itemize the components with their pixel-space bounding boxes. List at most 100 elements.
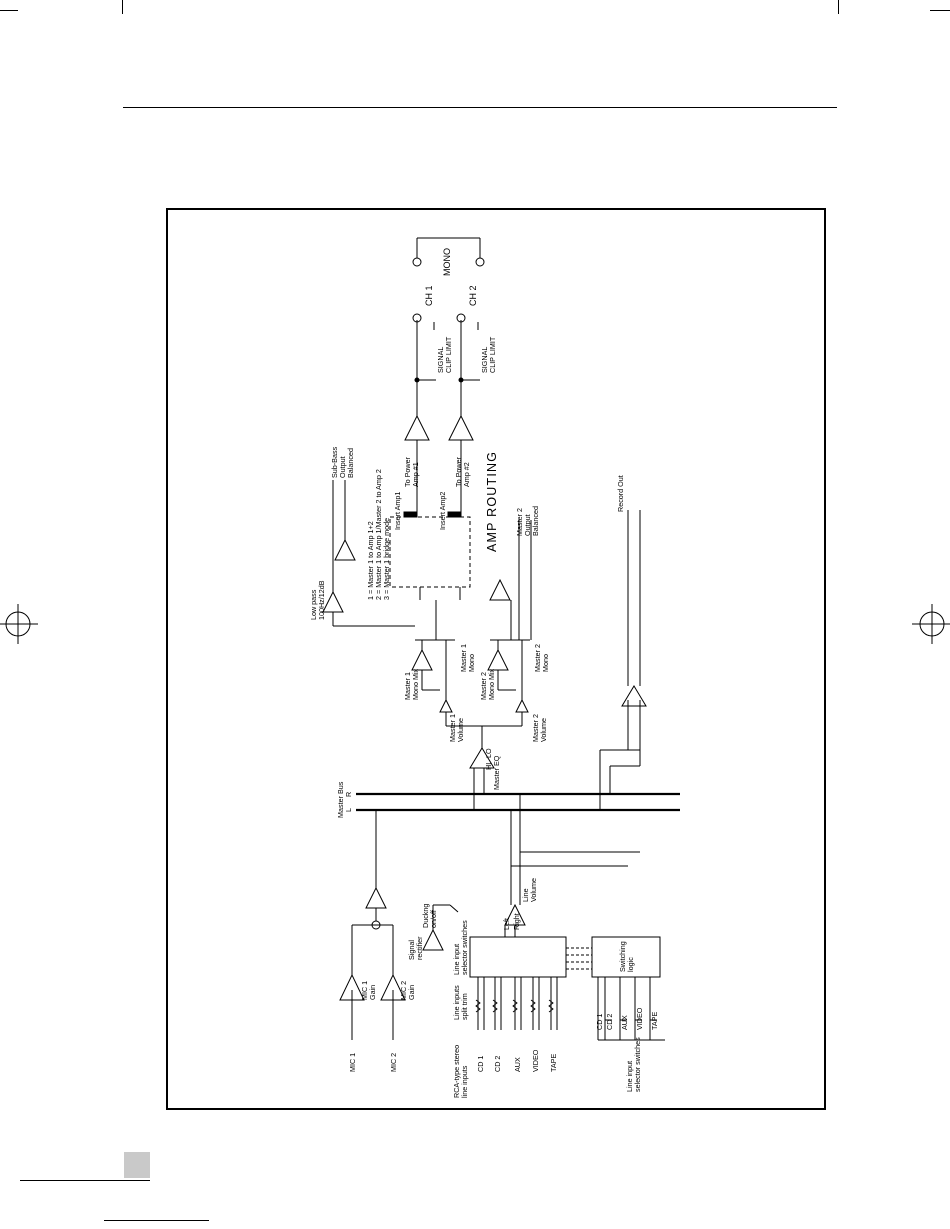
mic1-gain-l1: MIC 1 [360, 981, 369, 1000]
header-rule [123, 107, 837, 108]
line-volume-l2: Volume [529, 878, 538, 902]
master2-monomix-l2: Mono Mix [487, 668, 496, 700]
switching-logic-block [591, 936, 661, 978]
switch-video: VIDEO [635, 1007, 644, 1030]
selector-switches-l2: selector switches [460, 920, 469, 975]
subbass-l3: Balanced [346, 448, 355, 478]
master2-monomix-amp [487, 648, 509, 671]
registration-mark-left [0, 604, 38, 644]
amp-mode-2: 2 = Master 1 to Amp 1/Master 2 to Amp 2 [374, 469, 383, 600]
bus-r-label: R [344, 792, 353, 797]
power-amp-1-driver [404, 414, 430, 441]
signal-label-2: SIGNAL [480, 347, 489, 373]
mic1-preamp [339, 973, 365, 1001]
master2-mono-l2: Mono [541, 654, 550, 672]
lowpass-l1: Low pass [309, 589, 318, 620]
power-amp-2-driver [448, 414, 474, 441]
mic2-label: MIC 2 [389, 1053, 398, 1072]
master-eq-amp [469, 747, 495, 769]
line-volume-l1: Line [521, 888, 530, 902]
selector-bottom-l1: Line input [625, 1061, 634, 1092]
footer-rule-bottom [104, 1220, 209, 1221]
master2-monomix-l1: Master 2 [479, 672, 488, 700]
insert-amp1-label: Insert Amp1 [393, 492, 402, 530]
master2-output-l3: Balanced [531, 506, 540, 536]
selector-switches-l1: Line input [452, 944, 461, 975]
subbass-output-amp [334, 538, 356, 561]
ducking-l2: on/off [429, 910, 438, 928]
mic2-gain-l1: MIC 2 [399, 981, 408, 1000]
master1-volume-l1: Master 1 [448, 714, 457, 742]
line-left-label: Left [502, 918, 511, 930]
subbass-l2: Output [338, 456, 347, 478]
master2-volume-l1: Master 2 [531, 714, 540, 742]
insert-amp2-label: Insert Amp2 [438, 492, 447, 530]
amp-mode-3: 3 = Master 1 bridge mode [382, 518, 391, 600]
crop-mark-tr [930, 10, 950, 11]
signal-rectifier-l1: Signal [407, 940, 416, 960]
master2-mono-l1: Master 2 [533, 644, 542, 672]
master1-monomix-l1: Master 1 [403, 672, 412, 700]
page-tab-marker [124, 1152, 150, 1178]
lowpass-l2: 100Hz/12dB [317, 580, 326, 620]
record-out-label: Record Out [616, 475, 625, 512]
subbass-l1: Sub-Bass [330, 446, 339, 478]
mic1-gain-l2: Gain [368, 985, 377, 1000]
amp-routing-title: AMP ROUTING [485, 451, 499, 552]
line-right-label: Right [512, 913, 521, 930]
master2-output-l1: Master 2 [515, 508, 524, 536]
footer-rule [20, 1180, 150, 1181]
signal-rectifier-l2: rectifier [415, 936, 424, 960]
crop-mark-tl [0, 10, 18, 11]
eq-hi-label: HI [484, 763, 493, 770]
eq-lo-label: LO [484, 748, 493, 758]
master2-volume-pot [515, 698, 529, 713]
amp-routing-box [389, 516, 471, 588]
switching-logic-l2: logic [626, 957, 635, 972]
rca-label-l1: RCA-type stereo [452, 1045, 461, 1098]
master1-monomix-amp [411, 648, 433, 671]
master2-output-l2: Output [523, 514, 532, 536]
diagram-frame [166, 208, 826, 1110]
mic-sum-amp [365, 886, 387, 909]
master-eq-label: Master EQ [492, 755, 501, 790]
subbass-lowpass-filter [322, 590, 344, 613]
switch-cd1: CD 1 [595, 1014, 604, 1030]
mic1-label: MIC 1 [348, 1053, 357, 1072]
cliplimit-label-2: CLIP LIMIT [488, 336, 497, 373]
signal-label-1: SIGNAL [436, 347, 445, 373]
switch-tape: TAPE [650, 1012, 659, 1030]
master1-volume-l2: Volume [456, 718, 465, 742]
line-input-cd2: CD 2 [493, 1056, 502, 1072]
ch1-label: CH 1 [424, 285, 434, 306]
master1-volume-pot [439, 698, 453, 713]
selector-bottom-l2: selector switches [633, 1037, 642, 1092]
record-out-buffer [621, 685, 647, 707]
signal-rectifier [422, 928, 444, 951]
line-input-cd1: CD 1 [476, 1056, 485, 1072]
master1-mono-l1: Master 1 [459, 644, 468, 672]
master2-volume-l2: Volume [539, 718, 548, 742]
to-power-amp2-l2: Amp #2 [462, 462, 471, 487]
line-input-video: VIDEO [531, 1049, 540, 1072]
split-trim-l2: split trim [460, 993, 469, 1020]
switch-cd2: CD 2 [605, 1014, 614, 1030]
switch-aux: AUX [620, 1015, 629, 1030]
mic2-gain-l2: Gain [407, 985, 416, 1000]
line-input-aux: AUX [513, 1057, 522, 1072]
bus-l-label: L [344, 808, 353, 812]
master1-monomix-l2: Mono Mix [411, 668, 420, 700]
registration-mark-right [912, 604, 950, 644]
amp-mode-1: 1 = Master 1 to Amp 1+2 [366, 521, 375, 600]
master1-mono-l2: Mono [467, 654, 476, 672]
mono-label: MONO [442, 248, 452, 276]
rca-label-l2: line inputs [460, 1065, 469, 1098]
line-input-selector-block [469, 936, 567, 978]
mic2-preamp [380, 973, 406, 1001]
crop-mark-tl-v [122, 0, 123, 14]
split-trim-l1: Line inputs [452, 985, 461, 1020]
line-volume-amp [504, 903, 526, 926]
master-bus-label: Master Bus [336, 781, 345, 818]
switching-logic-l1: Switching [618, 941, 627, 972]
to-power-amp2-l1: To Power [454, 456, 463, 487]
